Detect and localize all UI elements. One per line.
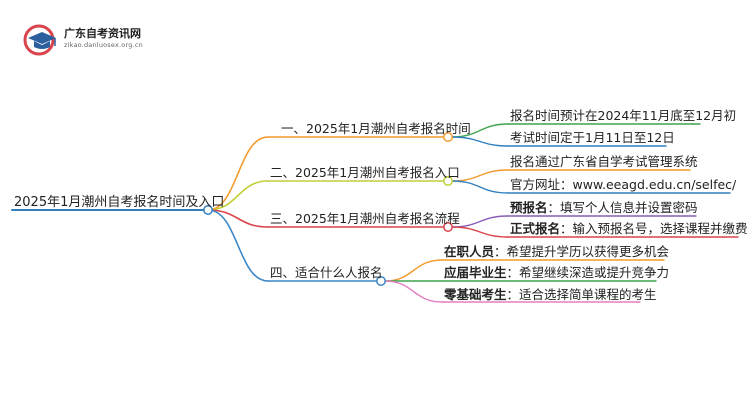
- branch-3-connector: [207, 209, 269, 228]
- leaf-1-2: 考试时间定于1月11日至12日: [510, 130, 675, 145]
- branch-4-topic: 四、适合什么人报名: [270, 265, 383, 280]
- leaf-4-3: 零基础考生：适合选择简单课程的考生: [444, 287, 657, 302]
- leaf-4-2: 应届毕业生：希望继续深造或提升竞争力: [444, 265, 670, 280]
- branch-2-node: [443, 176, 453, 186]
- branch-1-node: [443, 132, 453, 142]
- branch-4-node: [376, 276, 386, 286]
- leaf-3-2-connector: [451, 226, 509, 238]
- leaf-4-1-connector: [384, 259, 443, 282]
- site-logo: 广东自考资讯网 zikao.danluosex.org.cn: [22, 22, 162, 58]
- leaf-3-1: 预报名：填写个人信息并设置密码: [510, 200, 698, 215]
- site-domain: zikao.danluosex.org.cn: [64, 41, 143, 49]
- graduation-cap-icon: [23, 24, 56, 56]
- leaf-2-2-connector: [451, 180, 509, 194]
- leaf-3-2: 正式报名：输入预报名号，选择课程并缴费: [510, 221, 748, 236]
- leaf-4-3-connector: [384, 280, 443, 303]
- branch-3-topic: 三、2025年1月潮州自考报名流程: [270, 211, 460, 226]
- leaf-2-1: 报名通过广东省自学考试管理系统: [510, 154, 698, 169]
- branch-2-topic: 二、2025年1月潮州自考报名入口: [270, 165, 460, 180]
- root-topic: 2025年1月潮州自考报名时间及入口: [14, 195, 225, 210]
- branch-1-topic: 一、2025年1月潮州自考报名时间: [281, 121, 471, 136]
- root-node: [203, 205, 213, 215]
- leaf-1-2-connector: [451, 136, 509, 147]
- leaf-1-1: 报名时间预计在2024年11月底至12月初: [510, 108, 737, 123]
- site-title: 广东自考资讯网: [64, 27, 141, 40]
- leaf-4-1: 在职人员：希望提升学历以获得更多机会: [444, 244, 670, 259]
- branch-1-connector: [207, 136, 269, 211]
- leaf-2-1-connector: [451, 169, 509, 182]
- branch-2-connector: [207, 180, 269, 211]
- leaf-3-1-connector: [451, 215, 509, 228]
- branch-4-connector: [207, 209, 269, 282]
- branch-3-node: [443, 222, 453, 232]
- leaf-2-2: 官方网址：www.eeagd.edu.cn/selfec/: [510, 177, 737, 192]
